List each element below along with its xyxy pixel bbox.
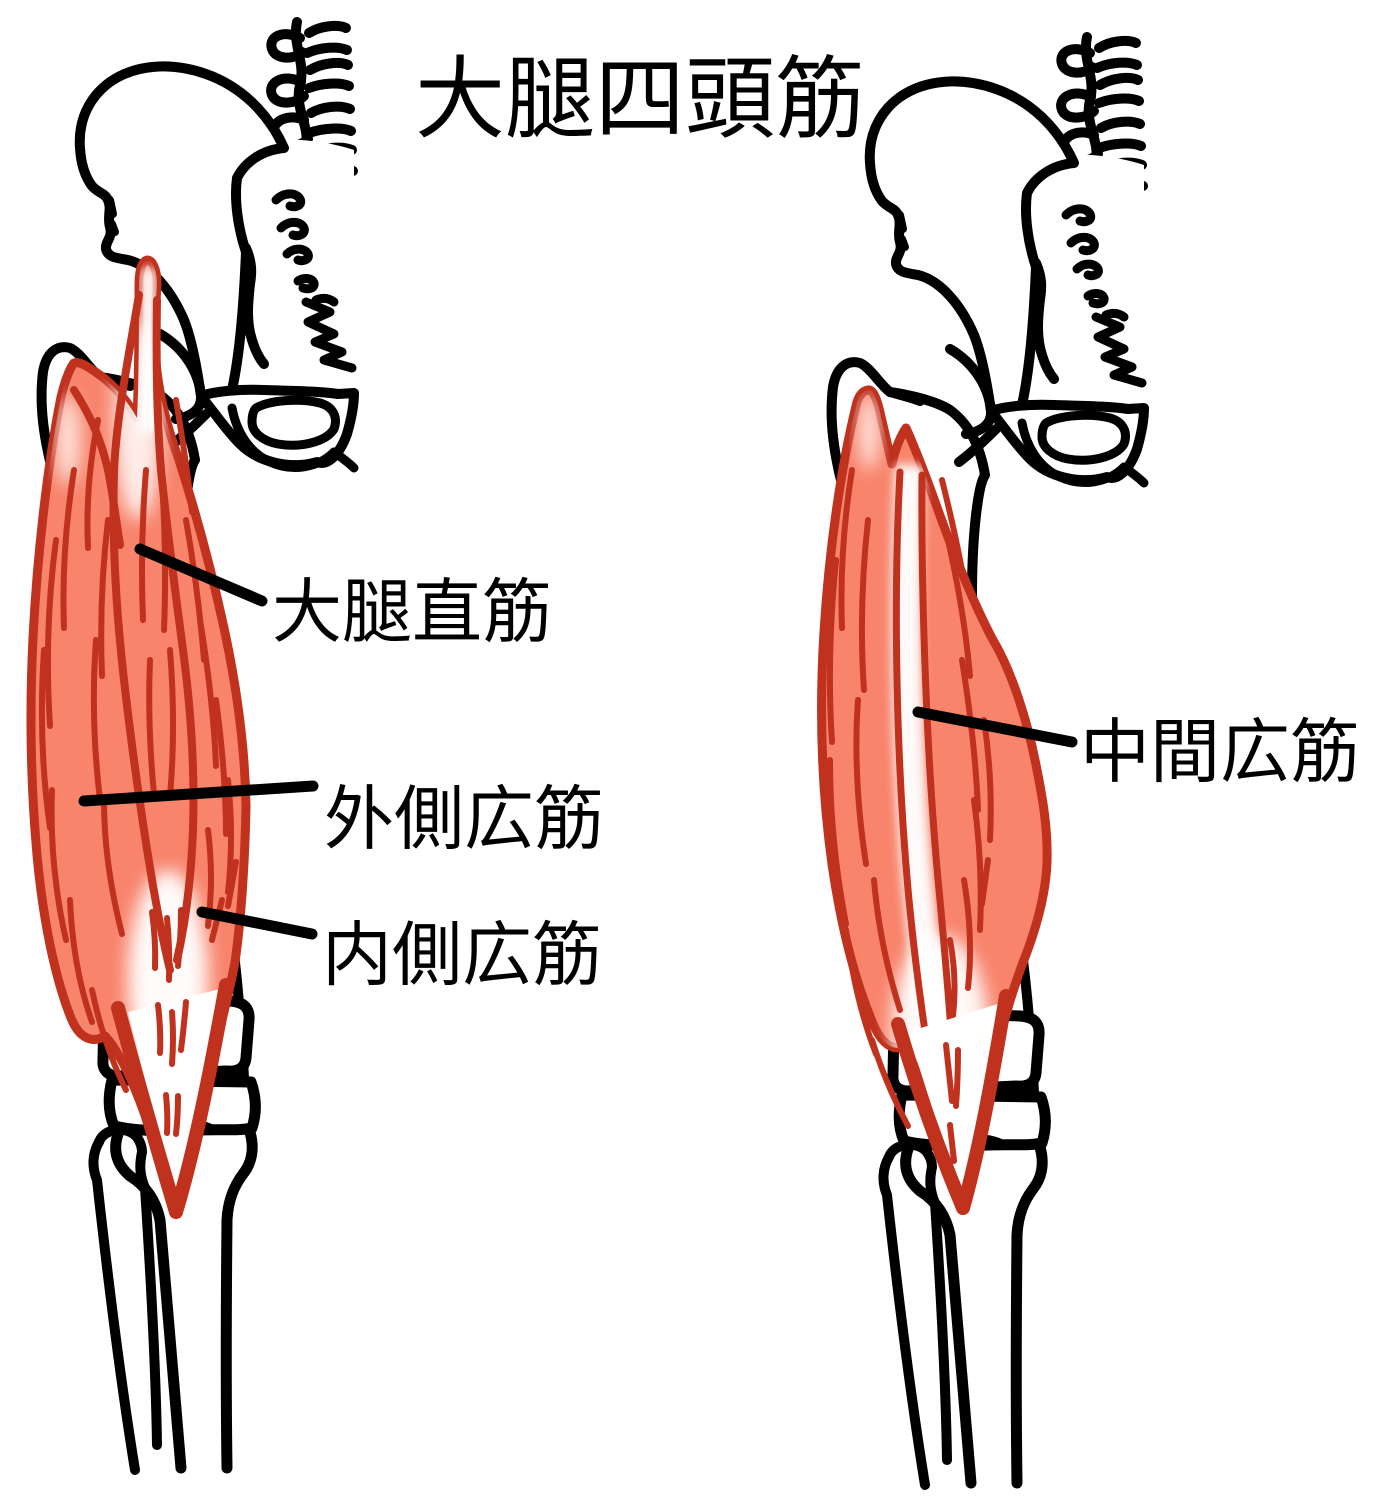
label-vastus-lateralis: 外側広筋 (324, 778, 604, 860)
striations-right (826, 467, 994, 1129)
vastus-lateralis-tip-edge (70, 386, 124, 549)
rectus-femoris-right-edge (152, 296, 198, 964)
leader-vastus-lateralis (78, 780, 319, 807)
label-vastus-medialis: 内側広筋 (322, 914, 602, 996)
figure-left-superficial-quadriceps (31, 22, 354, 1470)
figure-right-vastus-intermedius (822, 37, 1144, 1485)
muscle-group-right (822, 390, 1048, 1215)
diagram-title: 大腿四頭筋 (415, 47, 865, 152)
rectus-femoris-left-edge (109, 291, 174, 974)
tendon-dashes-left (149, 907, 189, 1137)
label-rectus-femoris: 大腿直筋 (272, 571, 552, 653)
leader-rectus-femoris (134, 543, 268, 607)
tendon-dashes-right (943, 1042, 961, 1164)
annotations: 大腿四頭筋 大腿直筋 外側広筋 内側広筋 中間広筋 (78, 47, 1360, 996)
leader-lines (78, 543, 1078, 940)
label-vastus-intermedius: 中間広筋 (1080, 711, 1360, 793)
leader-vastus-intermedius (912, 706, 1078, 748)
leader-vastus-medialis (196, 906, 318, 940)
tendon-v-left (111, 978, 233, 1219)
striations-left (39, 397, 239, 1093)
muscle-boundaries-left (70, 291, 198, 974)
muscle-group-left (31, 260, 246, 1219)
tendon-v-right (891, 989, 1013, 1215)
